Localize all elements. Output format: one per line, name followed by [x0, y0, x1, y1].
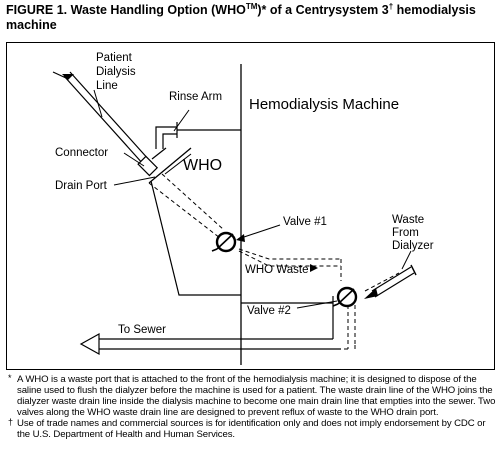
- figure-label: FIGURE 1.: [6, 3, 68, 17]
- footnote-who: * A WHO is a waste port that is attached…: [8, 373, 496, 418]
- figure-title-line2: machine: [6, 18, 57, 32]
- footnote-star-mark: *: [8, 373, 12, 383]
- who-waste-drain-line: [97, 173, 400, 350]
- valve-2: [332, 286, 358, 308]
- to-sewer-label: To Sewer: [118, 324, 166, 336]
- patient-line-label: Patient Dialysis Line: [96, 52, 139, 92]
- machine-label: Hemodialysis Machine: [249, 96, 399, 113]
- rinse-arm: [151, 122, 241, 160]
- line-tip: [62, 74, 74, 80]
- valve-2-pointer: [296, 300, 338, 309]
- main-drain-line: [150, 180, 241, 296]
- connector: [137, 155, 159, 177]
- valve-1-arrowhead: [236, 234, 245, 242]
- dagger-mark: †: [388, 1, 394, 11]
- footnotes: * A WHO is a waste port that is attached…: [8, 373, 496, 440]
- who-label: WHO: [183, 157, 222, 174]
- footnote-trade-names-text: Use of trade names and commercial source…: [17, 418, 486, 440]
- who-waste-label: WHO Waste: [245, 264, 308, 276]
- valve-2-label: Valve #2: [247, 305, 291, 317]
- footnote-who-text: A WHO is a waste port that is attached t…: [17, 374, 496, 418]
- rinse-arm-label: Rinse Arm: [169, 91, 222, 103]
- figure-title: FIGURE 1. Waste Handling Option (WHOTM)*…: [6, 1, 498, 33]
- figure-title-part3: hemodialysis: [393, 3, 476, 17]
- figure-title-part2: )* of a Centrysystem 3: [257, 3, 389, 17]
- dialyzer-waste-line: [91, 296, 341, 350]
- waste-from-dialyzer-pointer: [401, 250, 412, 270]
- waste-from-dialyzer-label: Waste From Dialyzer: [392, 214, 434, 252]
- who-drain-port: [148, 147, 192, 184]
- diagram-frame: [6, 42, 495, 370]
- patient-dialysis-line: [52, 71, 151, 166]
- drain-port-pointer: [113, 176, 156, 186]
- footnote-trade-names: † Use of trade names and commercial sour…: [8, 417, 496, 440]
- to-sewer-arrow: [79, 332, 100, 356]
- valve-1: [211, 231, 237, 253]
- drain-port-label: Drain Port: [55, 180, 108, 192]
- valve-1-pointer: [237, 224, 281, 240]
- waste-from-dialyzer-tube: [371, 264, 417, 298]
- figure-title-part1: Waste Handling Option (WHO: [70, 3, 246, 17]
- valve-1-label: Valve #1: [283, 216, 327, 228]
- connector-pointer: [123, 152, 145, 167]
- footnote-dagger-mark: †: [8, 417, 13, 427]
- waste-handling-diagram: Patient Dialysis Line Rinse Arm Hemodial…: [52, 52, 434, 365]
- connector-label: Connector: [55, 147, 108, 159]
- patient-line-pointer: [93, 89, 103, 118]
- trademark-mark: TM: [245, 1, 258, 11]
- dialyzer-arrowhead: [364, 288, 378, 299]
- who-waste-arrow: [310, 264, 318, 272]
- rinse-arm-pointer: [173, 109, 190, 132]
